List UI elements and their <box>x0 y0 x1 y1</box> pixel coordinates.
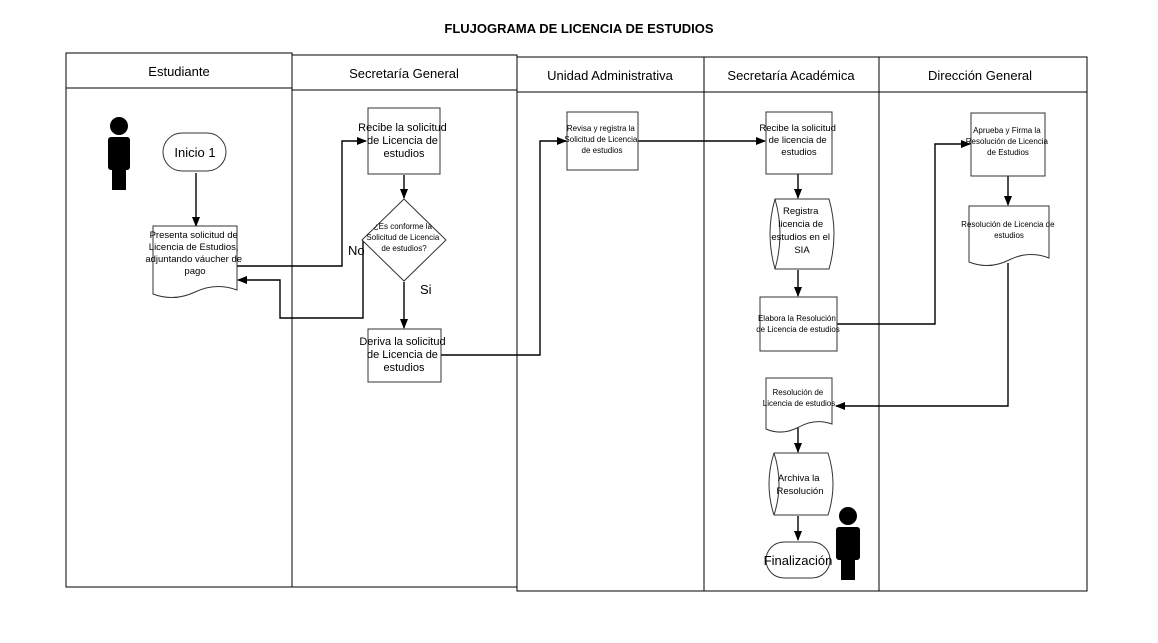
svg-text:Resolución de Licencia d: Resolución de Licencia de estudios <box>763 388 836 408</box>
node-resolucion-sa: Resolución de Licencia de estudios <box>763 377 836 433</box>
edge-label-no: No <box>348 243 365 258</box>
node-resolucion-dg-line-2: estudios <box>994 231 1024 240</box>
node-finalizacion-line-1: Finalización <box>764 553 833 568</box>
node-elabora-resolucion: Elabora la Resolución de Licencia de est… <box>756 296 840 352</box>
node-registra-line-2: licencia de <box>778 219 823 230</box>
node-decision-line-2: Solicitud de Licencia <box>366 233 439 242</box>
node-recibe-solicitud-sa: Recibe la solicitud de licencia de estud… <box>759 111 838 175</box>
node-recibe-sa-line-1: Recibe la solicitud <box>759 123 836 134</box>
node-recibe-sg-line-3: estudios <box>384 148 425 160</box>
node-archiva-line-1: Archiva la <box>778 473 820 484</box>
svg-text:Archiva la Resolución: Archiva la Resolución <box>777 473 824 497</box>
svg-text:Aprueba y Firma la Resol: Aprueba y Firma la Resolución de Licenci… <box>966 126 1051 157</box>
swimlanes: Estudiante Secretaría General Unidad Adm… <box>65 52 1088 592</box>
edge-elabora-to-aprueba <box>837 140 971 325</box>
node-presenta-line-2: Licencia de Estudios, <box>149 242 239 253</box>
node-elabora-line-1: Elabora la Resolución <box>758 314 836 323</box>
node-decision-line-3: de estudios? <box>381 244 427 253</box>
svg-text:Recibe la solicitud de l: Recibe la solicitud de licencia de estud… <box>759 123 838 158</box>
svg-text:Finalización: Finalización <box>764 553 833 568</box>
lane-title-estudiante: Estudiante <box>148 64 209 79</box>
node-recibe-sg-line-1: Recibe la solicitud <box>358 122 447 134</box>
svg-text:Inicio 1: Inicio 1 <box>174 145 215 160</box>
lane-title-unidad-administrativa: Unidad Administrativa <box>547 68 673 83</box>
node-registra-line-3: estudios en el <box>771 232 830 243</box>
edge-presenta-to-recibe-sg <box>237 137 367 267</box>
node-deriva-line-1: Deriva la solicitud <box>359 336 445 348</box>
node-revisa-line-1: Revisa y registra la <box>567 124 636 133</box>
svg-text:Deriva la solicitud de L: Deriva la solicitud de Licencia de estud… <box>359 336 448 374</box>
svg-text:¿Es conforme la Solicitu: ¿Es conforme la Solicitud de Licencia de… <box>366 222 441 253</box>
node-finalizacion: Finalización <box>764 541 833 579</box>
node-elabora-line-2: de Licencia de estudios <box>756 325 840 334</box>
node-aprueba-line-3: de Estudios <box>987 148 1029 157</box>
node-presenta-line-3: adjuntando váucher de <box>145 254 242 265</box>
edge-decision-no-to-presenta <box>237 240 364 319</box>
node-registra-sia: Registra licencia de estudios en el SIA <box>769 198 835 270</box>
edge-label-si: Si <box>420 282 432 297</box>
svg-text:Revisa y registra la Sol: Revisa y registra la Solicitud de Licenc… <box>564 124 639 155</box>
svg-text:Registra licencia de: Registra licencia de estudios en el SIA <box>771 206 832 256</box>
svg-text:Recibe la solicitud de L: Recibe la solicitud de Licencia de estud… <box>358 122 450 160</box>
node-presenta-solicitud: Presenta solicitud de Licencia de Estudi… <box>145 225 244 298</box>
node-archiva-resolucion: Archiva la Resolución <box>768 452 834 516</box>
svg-text:Elabora la Resolución de: Elabora la Resolución de Licencia de est… <box>756 314 840 334</box>
node-revisa-registra: Revisa y registra la Solicitud de Licenc… <box>564 111 639 171</box>
lane-title-direccion-general: Dirección General <box>928 68 1032 83</box>
node-inicio: Inicio 1 <box>162 132 227 172</box>
node-recibe-solicitud-sg: Recibe la solicitud de Licencia de estud… <box>358 107 450 175</box>
person-icon <box>108 117 130 190</box>
diagram-title: FLUJOGRAMA DE LICENCIA DE ESTUDIOS <box>444 21 713 36</box>
edge-deriva-to-revisa <box>441 137 567 356</box>
node-revisa-line-2: Solicitud de Licencia <box>564 135 637 144</box>
node-recibe-sa-line-2: de licencia de <box>769 135 827 146</box>
node-revisa-line-3: de estudios <box>582 146 623 155</box>
node-inicio-line-1: Inicio 1 <box>174 145 215 160</box>
node-resolucion-dg: Resolución de Licencia de estudios <box>961 205 1057 266</box>
node-decision-line-1: ¿Es conforme la <box>374 222 433 231</box>
edge-resolucion-dg-to-resolucion-sa <box>835 263 1009 410</box>
node-presenta-line-1: Presenta solicitud de <box>150 230 238 241</box>
node-decision-conforme: ¿Es conforme la Solicitud de Licencia de… <box>361 198 447 282</box>
node-presenta-line-4: pago <box>184 266 205 277</box>
person-icon <box>836 507 860 580</box>
node-recibe-sa-line-3: estudios <box>781 147 817 158</box>
node-aprueba-firma: Aprueba y Firma la Resolución de Licenci… <box>966 112 1051 177</box>
lane-title-secretaria-academica: Secretaría Académica <box>727 68 855 83</box>
node-resolucion-sa-line-2: Licencia de estudios <box>763 399 836 408</box>
node-archiva-line-2: Resolución <box>777 486 824 497</box>
node-registra-line-4: SIA <box>794 245 810 256</box>
node-resolucion-dg-line-1: Resolución de Licencia de <box>961 220 1055 229</box>
node-registra-line-1: Registra <box>783 206 819 217</box>
node-deriva-line-3: estudios <box>384 362 425 374</box>
node-deriva-line-2: de Licencia de <box>367 349 438 361</box>
node-aprueba-line-1: Aprueba y Firma la <box>973 126 1041 135</box>
svg-text:Resolución de Licencia de: Resolución de Licencia de estudios <box>961 220 1057 240</box>
lane-title-secretaria-general: Secretaría General <box>349 66 459 81</box>
edges <box>192 137 1012 541</box>
node-recibe-sg-line-2: de Licencia de <box>367 135 438 147</box>
node-aprueba-line-2: Resolución de Licencia <box>966 137 1049 146</box>
node-deriva-solicitud: Deriva la solicitud de Licencia de estud… <box>359 328 448 383</box>
svg-text:Presenta solicitud de Li: Presenta solicitud de Licencia de Estudi… <box>145 230 244 277</box>
node-resolucion-sa-line-1: Resolución de <box>773 388 824 397</box>
